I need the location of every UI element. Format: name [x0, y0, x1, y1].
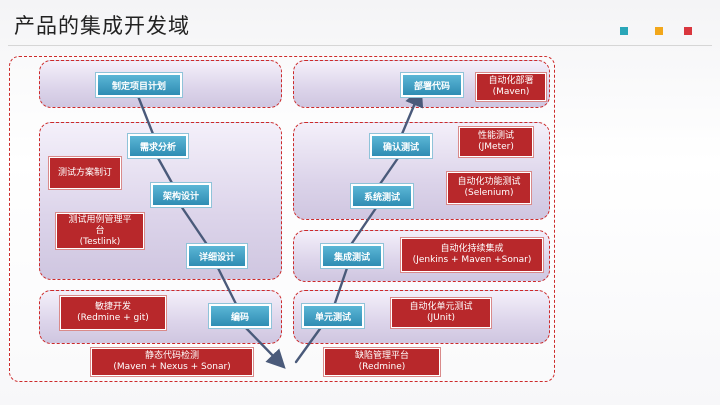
step-integration-test: 集成测试 — [321, 244, 383, 268]
step-unit-test: 单元测试 — [302, 304, 364, 328]
page-title: 产品的集成开发域 — [14, 14, 190, 38]
tool-agile-development: 敏捷开发 (Redmine + git) — [60, 296, 166, 330]
red-dot-icon — [684, 27, 692, 35]
step-deploy-code: 部署代码 — [401, 73, 463, 97]
orange-dot-icon — [655, 27, 663, 35]
step-acceptance-test: 确认测试 — [370, 134, 432, 158]
tool-automated-unit-test: 自动化单元测试 (JUnit) — [391, 298, 491, 328]
tool-automated-deployment: 自动化部署 (Maven) — [476, 73, 546, 101]
step-project-planning: 制定项目计划 — [96, 73, 182, 97]
tool-static-code-analysis: 静态代码检测 (Maven + Nexus + Sonar) — [91, 348, 253, 376]
tool-automated-functional-test: 自动化功能测试 (Selenium) — [447, 172, 531, 204]
step-architecture-design: 架构设计 — [151, 183, 211, 207]
tool-performance-test: 性能测试 (JMeter) — [459, 127, 533, 157]
step-requirements-analysis: 需求分析 — [128, 134, 188, 158]
tool-defect-management: 缺陷管理平台 (Redmine) — [324, 348, 440, 376]
title-divider — [8, 45, 712, 46]
teal-dot-icon — [620, 27, 628, 35]
tool-test-plan: 测试方案制订 — [49, 157, 121, 189]
tool-continuous-integration: 自动化持续集成 (Jenkins + Maven +Sonar) — [401, 238, 543, 272]
step-coding: 编码 — [209, 304, 271, 328]
tool-testcase-management: 测试用例管理平 台 (Testlink) — [56, 213, 144, 249]
step-detailed-design: 详细设计 — [187, 244, 247, 268]
step-system-test: 系统测试 — [351, 184, 413, 208]
